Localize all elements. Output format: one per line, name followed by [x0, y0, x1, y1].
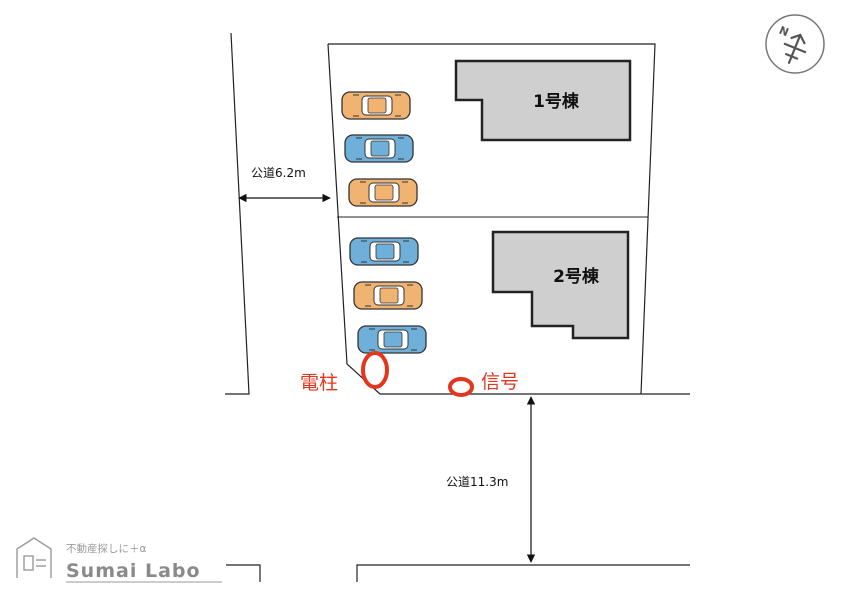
south-road-edge-left: [226, 564, 261, 582]
logo-tagline: 不動産探しに＋α: [66, 542, 146, 555]
parking-cars: [341, 91, 427, 354]
house-logo-icon: [16, 537, 52, 578]
utility-pole-marker: [361, 351, 389, 389]
building-1: [454, 59, 632, 142]
south-road-edge-right: [356, 564, 690, 582]
parked-car: [357, 325, 427, 354]
sumai-labo-logo: 不動産探しに＋α Sumai Labo: [16, 537, 222, 583]
building-2-label: 2号棟: [553, 266, 600, 287]
parked-car: [349, 237, 419, 266]
compass-icon: N: [765, 14, 825, 74]
traffic-signal-marker: [448, 377, 474, 397]
parked-car: [344, 134, 414, 163]
compass-north-letter: N: [777, 24, 790, 40]
traffic-signal-label: 信号: [481, 371, 519, 393]
south-road-label: 公道11.3m: [446, 475, 508, 489]
west-road-edge: [225, 32, 250, 395]
parked-car: [353, 281, 423, 310]
west-road-label: 公道6.2m: [251, 166, 306, 180]
building-2: [491, 230, 630, 340]
parked-car: [348, 178, 418, 207]
logo-name: Sumai Labo: [66, 560, 201, 582]
parked-car: [341, 91, 411, 120]
utility-pole-label: 電柱: [300, 372, 338, 394]
building-1-label: 1号棟: [533, 91, 580, 112]
